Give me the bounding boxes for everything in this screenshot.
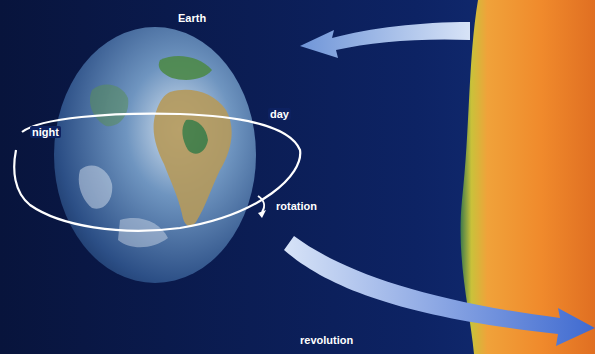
sunlight-arrow	[300, 22, 470, 58]
rotation-orbit	[14, 114, 300, 231]
rotation-label: rotation	[274, 200, 319, 212]
planet-label: Earth	[176, 12, 208, 24]
rotation-arrowhead	[258, 210, 266, 218]
revolution-label: revolution	[298, 334, 355, 346]
rotation-arrow	[258, 196, 264, 212]
revolution-arrow	[284, 236, 595, 346]
continents	[79, 56, 232, 247]
sun	[461, 0, 595, 354]
earth-globe	[54, 27, 256, 283]
night-label: night	[30, 126, 61, 138]
day-label: day	[268, 108, 291, 120]
